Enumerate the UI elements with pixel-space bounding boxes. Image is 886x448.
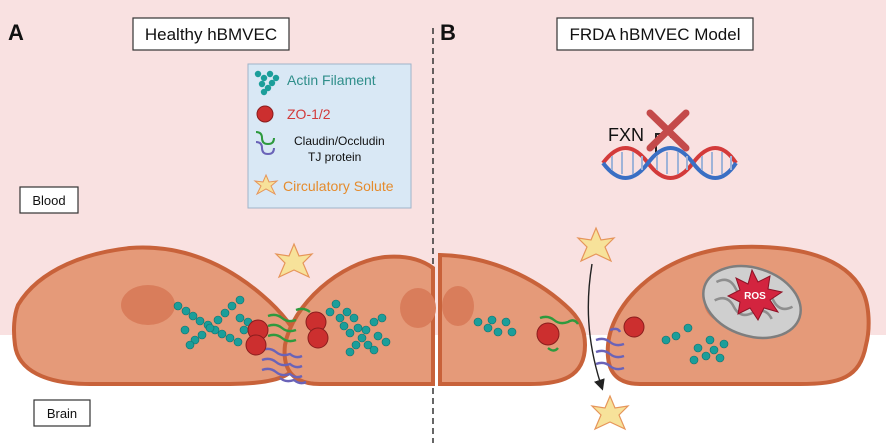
frda-solute-bottom bbox=[590, 394, 630, 431]
claudin-legend-icon bbox=[255, 131, 275, 156]
panel-a-title: Healthy hBMVEC bbox=[145, 25, 277, 44]
blood-label: Blood bbox=[32, 193, 65, 208]
fxn-label: FXN bbox=[608, 125, 644, 145]
solute-legend-icon bbox=[253, 173, 279, 196]
frda-zo-2 bbox=[623, 316, 645, 338]
blood-label-box bbox=[19, 186, 79, 214]
panel-a-cells bbox=[12, 242, 436, 386]
panel-b-cells: ROS bbox=[438, 226, 871, 431]
frda-cell-left bbox=[438, 252, 588, 386]
panel-b-title: FRDA hBMVEC Model bbox=[570, 25, 741, 44]
healthy-zo-2 bbox=[245, 334, 267, 356]
legend: Actin Filament ZO-1/2 Claudin/Occludin T… bbox=[247, 63, 412, 209]
ros-burst bbox=[726, 268, 784, 321]
frda-solute-top bbox=[576, 226, 616, 263]
frda-zo-1 bbox=[536, 322, 560, 346]
legend-actin-label: Actin Filament bbox=[287, 72, 376, 88]
healthy-zo-4 bbox=[307, 327, 329, 349]
knockout-x-icon bbox=[646, 109, 690, 152]
panel-b-letter: B bbox=[440, 20, 456, 45]
healthy-nucleus-left bbox=[121, 285, 175, 325]
brain-label-box bbox=[33, 399, 91, 427]
dna-helix-icon bbox=[601, 146, 738, 180]
fxn-gene: FXN bbox=[601, 109, 738, 180]
ros-label: ROS bbox=[744, 291, 766, 302]
actin-legend-icon bbox=[254, 70, 280, 96]
panel-a-title-box bbox=[132, 17, 290, 51]
legend-solute-label: Circulatory Solute bbox=[283, 178, 394, 194]
frda-nucleus-left bbox=[442, 286, 474, 326]
solute-path-arrow bbox=[587, 263, 605, 391]
legend-zo-label: ZO-1/2 bbox=[287, 106, 331, 122]
brain-label: Brain bbox=[47, 406, 77, 421]
frda-tight-junction bbox=[539, 315, 625, 371]
legend-box bbox=[247, 63, 412, 209]
healthy-solute bbox=[274, 242, 314, 279]
legend-claudin-line2: TJ protein bbox=[308, 150, 361, 164]
zo-legend-icon bbox=[256, 105, 274, 123]
panel-a-letter: A bbox=[8, 20, 24, 45]
healthy-actin-filaments bbox=[173, 295, 391, 357]
healthy-nucleus-right bbox=[400, 288, 436, 328]
frda-actin-fragments bbox=[473, 315, 729, 365]
panel-b-title-box bbox=[556, 17, 754, 51]
legend-claudin-line1: Claudin/Occludin bbox=[294, 134, 385, 148]
healthy-tight-junction bbox=[261, 307, 311, 385]
